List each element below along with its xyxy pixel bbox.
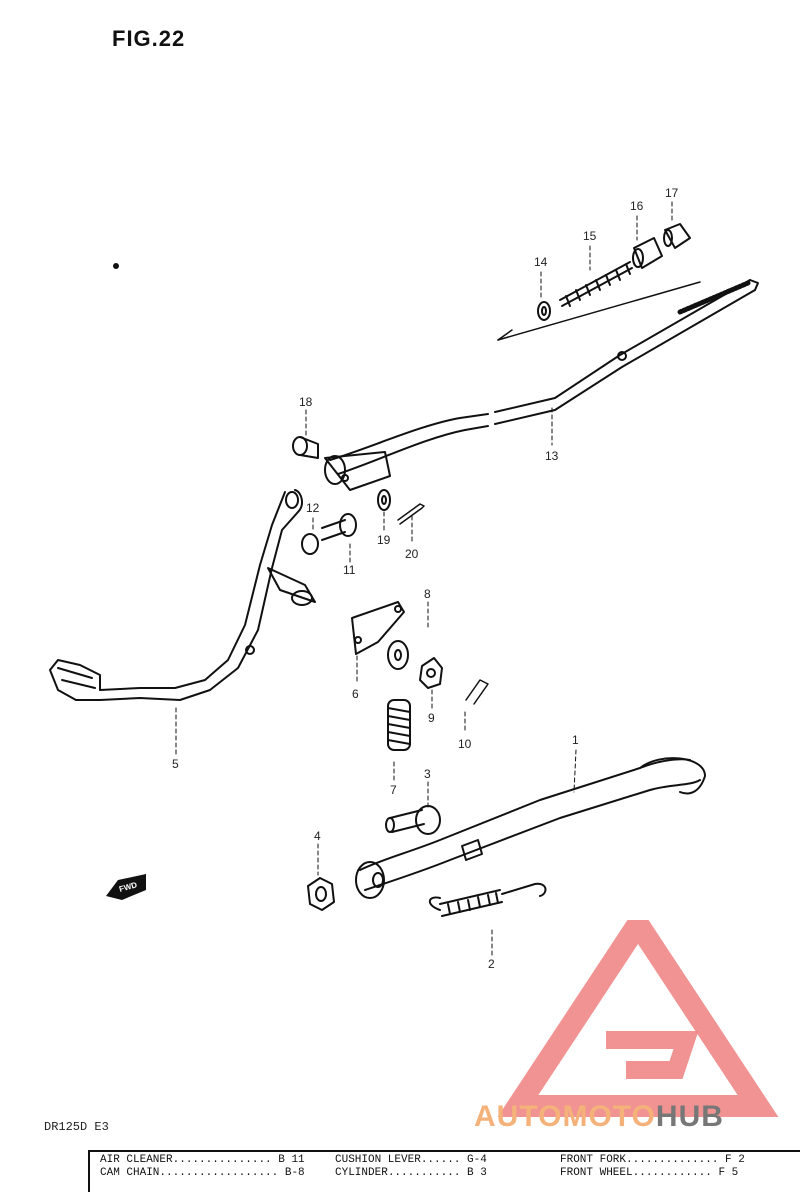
part-washer-14 <box>537 301 551 321</box>
leader-lines <box>175 201 673 956</box>
callout-9: 9 <box>428 711 435 725</box>
index-column-2: CUSHION LEVER...... G-4 CYLINDER........… <box>335 1154 487 1180</box>
callout-13: 13 <box>545 449 559 463</box>
callout-14: 14 <box>534 255 548 269</box>
part-plate-6 <box>351 601 405 655</box>
part-nut-16 <box>632 237 663 269</box>
callout-16: 16 <box>630 199 644 213</box>
part-bolt-11 <box>321 513 357 541</box>
callout-8: 8 <box>424 587 431 601</box>
index-row: CUSHION LEVER...... G-4 <box>335 1154 487 1166</box>
part-nut-9 <box>419 657 443 689</box>
index-row: AIR CLEANER............... B 11 <box>100 1154 305 1166</box>
callout-7: 7 <box>390 783 397 797</box>
index-row: CYLINDER........... B 3 <box>335 1167 487 1179</box>
index-column-3: FRONT FORK.............. F 2 FRONT WHEEL… <box>560 1154 745 1180</box>
part-nut-17 <box>663 223 691 249</box>
part-spring-15 <box>559 261 633 307</box>
part-pin-18 <box>292 436 319 459</box>
callout-15: 15 <box>583 229 597 243</box>
fwd-arrow-icon: FWD <box>106 874 146 900</box>
part-side-stand <box>355 757 706 899</box>
callout-6: 6 <box>352 687 359 701</box>
callout-3: 3 <box>424 767 431 781</box>
index-row: FRONT WHEEL............ F 5 <box>560 1167 739 1179</box>
part-spring-2 <box>428 882 547 917</box>
guide-line-13 <box>497 281 701 341</box>
index-row: FRONT FORK.............. F 2 <box>560 1154 745 1166</box>
part-nut-4 <box>307 877 335 911</box>
part-washer-8 <box>387 640 409 670</box>
index-column-1: AIR CLEANER............... B 11 CAM CHAI… <box>100 1154 305 1180</box>
callout-18: 18 <box>299 395 313 409</box>
part-brake-pedal <box>49 489 316 701</box>
callout-1: 1 <box>572 733 579 747</box>
callout-4: 4 <box>314 829 321 843</box>
model-code: DR125D E3 <box>44 1120 109 1134</box>
part-spring-7 <box>387 699 411 751</box>
callout-17: 17 <box>665 186 679 200</box>
callout-20: 20 <box>405 547 419 561</box>
part-washer-19 <box>377 489 391 511</box>
part-bush-12 <box>301 533 319 555</box>
index-table: AIR CLEANER............... B 11 CAM CHAI… <box>88 1150 800 1192</box>
callout-19: 19 <box>377 533 391 547</box>
index-row: CAM CHAIN.................. B-8 <box>100 1167 305 1179</box>
callout-2: 2 <box>488 957 495 971</box>
part-bolt-3 <box>385 805 441 835</box>
part-brake-rod <box>324 279 759 491</box>
watermark-text: AUTOMOTOHUB <box>474 1100 724 1133</box>
callout-numbers: 1 2 3 4 5 6 7 8 9 10 11 12 13 14 15 16 1… <box>172 186 679 971</box>
part-cotter-pin-20 <box>397 503 425 525</box>
part-cotter-pin-10 <box>465 679 489 705</box>
figure-title: FIG.22 <box>112 26 186 51</box>
callout-5: 5 <box>172 757 179 771</box>
stray-mark <box>113 263 119 269</box>
callout-10: 10 <box>458 737 472 751</box>
callout-12: 12 <box>306 501 320 515</box>
callout-11: 11 <box>343 563 356 577</box>
